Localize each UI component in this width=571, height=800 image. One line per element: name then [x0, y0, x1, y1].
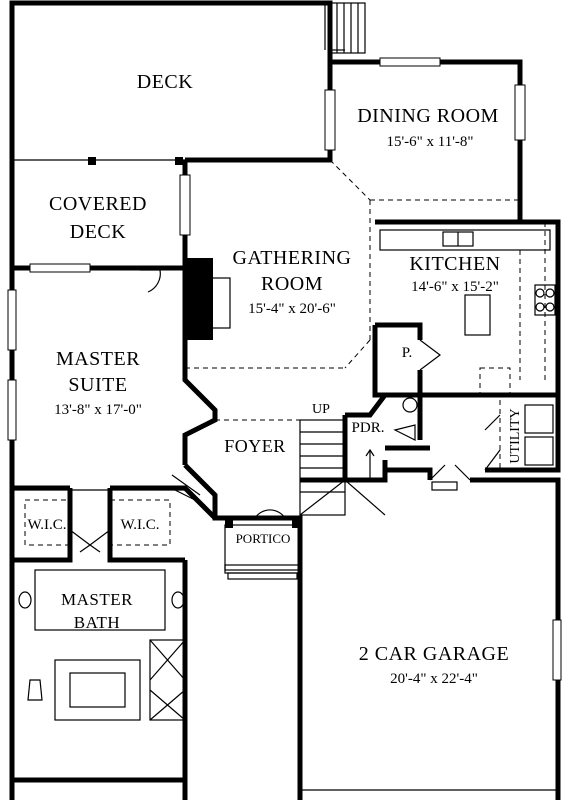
covered-deck-label-line2: DECK	[70, 221, 127, 243]
dining-room-dims: 15'-6" x 11'-8"	[386, 134, 473, 150]
portico-label: PORTICO	[236, 531, 291, 546]
master-bath	[12, 560, 188, 800]
wic-right-label: W.I.C.	[120, 517, 159, 533]
pantry-label: P.	[402, 345, 412, 361]
utility-label: UTILITY	[508, 408, 523, 463]
deck-label: DECK	[137, 71, 194, 93]
gathering-room-dims: 15'-4" x 20'-6"	[248, 301, 336, 317]
dining-room-label: DINING ROOM	[357, 105, 499, 127]
covered-deck-label-line1: COVERED	[49, 193, 147, 215]
portico	[224, 520, 301, 580]
powder-room	[345, 393, 430, 451]
kitchen-walls	[372, 219, 561, 440]
garage-dims: 20'-4" x 22'-4"	[390, 671, 478, 687]
foyer-label: FOYER	[224, 436, 286, 456]
garage-label: 2 CAR GARAGE	[359, 643, 509, 665]
master-suite-dims: 13'-8" x 17'-0"	[54, 402, 142, 418]
stairs-up-label: UP	[312, 402, 330, 417]
master-suite-label-line2: SUITE	[68, 374, 127, 396]
pantry	[375, 322, 441, 395]
deck-stairs	[329, 2, 366, 54]
gathering-room-label-line1: GATHERING	[233, 247, 352, 269]
gathering-room-label-line2: ROOM	[261, 273, 323, 295]
garage-walls	[297, 464, 562, 800]
wic-left-label: W.I.C.	[27, 517, 66, 533]
master-suite-walls	[7, 263, 217, 800]
kitchen-dims: 14'-6" x 15'-2"	[411, 279, 499, 295]
master-bath-label-line1: MASTER	[61, 590, 133, 609]
utility-room	[420, 392, 561, 473]
master-bath-label-line2: BATH	[74, 613, 120, 632]
gathering-walls	[179, 160, 371, 465]
deck-area	[9, 0, 345, 268]
kitchen-label: KITCHEN	[409, 253, 500, 275]
dining-room-walls	[185, 57, 526, 222]
pdr-label: PDR.	[352, 420, 385, 436]
master-suite-label-line1: MASTER	[56, 348, 140, 370]
wic-closets	[12, 488, 185, 563]
